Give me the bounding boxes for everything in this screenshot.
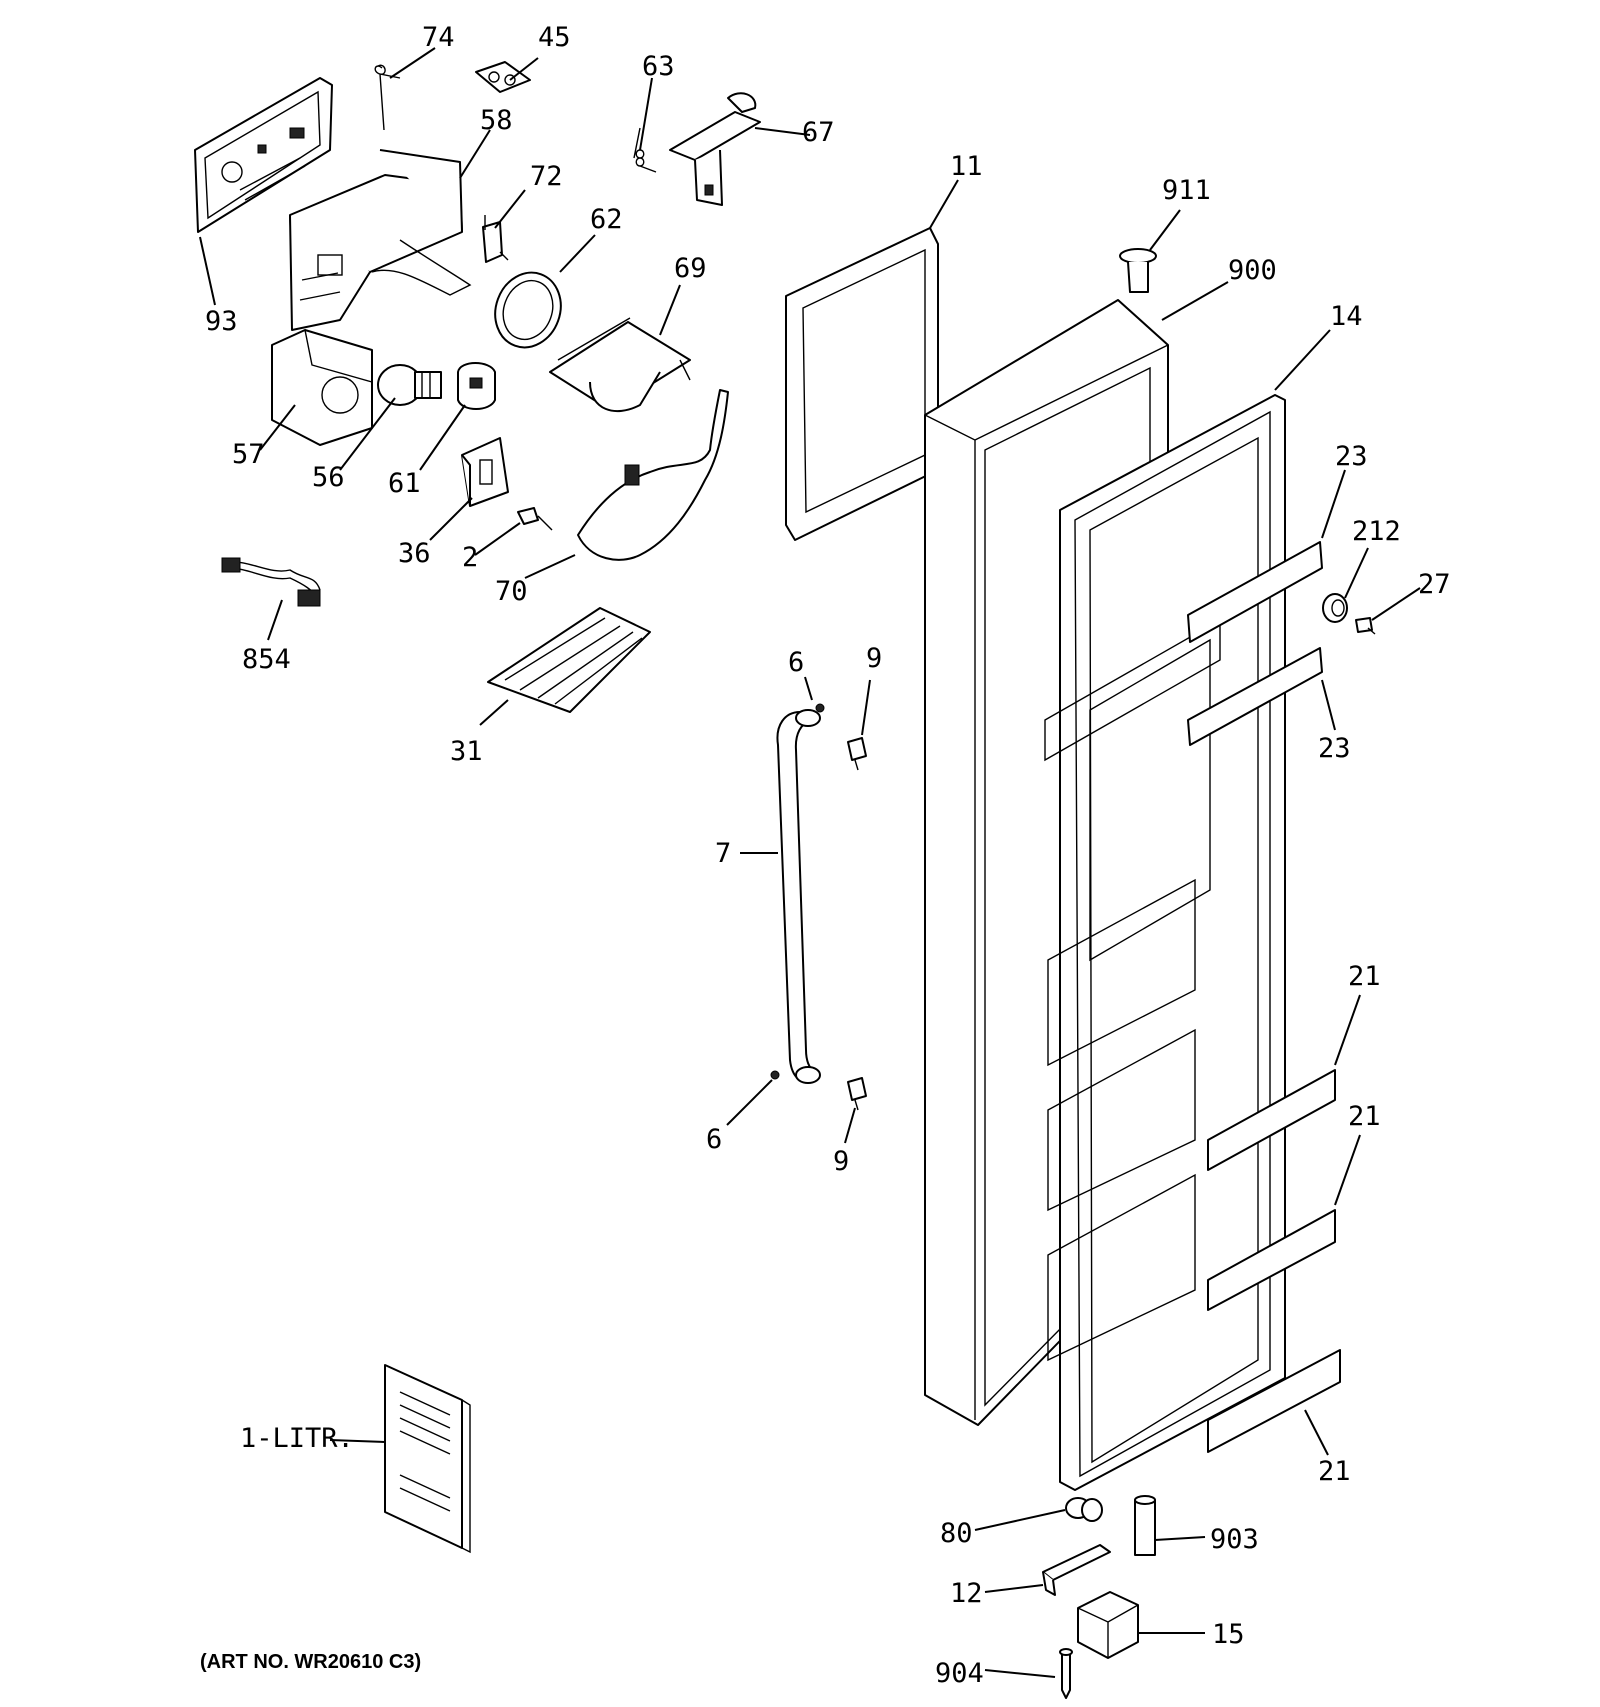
- part-61-socket: [457, 362, 496, 410]
- label-69: 69: [674, 253, 707, 284]
- part-11-inner-panel: [785, 227, 939, 541]
- part-80-bushing: [1065, 1497, 1103, 1522]
- part-9-standoff-top: [847, 737, 867, 771]
- label-6-top: 6: [788, 647, 804, 678]
- part-45-bracket: [475, 61, 531, 93]
- part-904-screw: [1059, 1648, 1073, 1699]
- label-31: 31: [450, 736, 483, 767]
- label-9-top: 9: [866, 643, 882, 674]
- part-56-bulb: [377, 364, 442, 406]
- label-7: 7: [715, 838, 731, 869]
- label-23-lower: 23: [1318, 733, 1351, 764]
- label-12: 12: [950, 1578, 983, 1609]
- part-36-mount-bracket: [461, 437, 509, 507]
- part-7-handle: [776, 709, 821, 1084]
- label-904: 904: [935, 1658, 984, 1689]
- part-62-ring: [494, 271, 562, 349]
- label-61: 61: [388, 468, 421, 499]
- leader-lines: [199, 47, 1421, 1678]
- part-903-hinge-pin: [1134, 1495, 1156, 1556]
- part-63-spring: [633, 127, 657, 173]
- label-57: 57: [232, 439, 265, 470]
- label-900: 900: [1228, 255, 1277, 286]
- label-854: 854: [242, 644, 291, 675]
- part-58-dispenser-housing: [289, 149, 472, 331]
- label-27: 27: [1418, 569, 1451, 600]
- label-93: 93: [205, 306, 238, 337]
- label-45: 45: [538, 22, 571, 53]
- part-27-screw: [1355, 617, 1376, 635]
- label-11: 11: [950, 151, 983, 182]
- label-67: 67: [802, 117, 835, 148]
- part-21-bin-1: [1207, 1069, 1336, 1171]
- door-inner-wells: [1044, 618, 1221, 1362]
- label-23-upper: 23: [1335, 441, 1368, 472]
- label-21-b: 21: [1348, 1101, 1381, 1132]
- part-57-motor-cover: [271, 329, 373, 446]
- part-74-spring: [374, 64, 401, 131]
- part-15-bottom-hinge: [1077, 1591, 1139, 1659]
- label-62: 62: [590, 204, 623, 235]
- label-21-c: 21: [1318, 1456, 1351, 1487]
- part-2-screw: [517, 507, 553, 531]
- label-56: 56: [312, 462, 345, 493]
- part-31-grille: [487, 607, 651, 713]
- art-number-caption: (ART NO. WR20610 C3): [200, 1651, 421, 1673]
- label-9-bottom: 9: [833, 1146, 849, 1177]
- part-212-cap: [1322, 593, 1348, 623]
- part-911-bushing: [1119, 248, 1157, 293]
- label-72: 72: [530, 161, 563, 192]
- label-70: 70: [495, 576, 528, 607]
- label-911: 911: [1162, 175, 1211, 206]
- label-74: 74: [422, 22, 455, 53]
- label-15: 15: [1212, 1619, 1245, 1650]
- label-80: 80: [940, 1518, 973, 1549]
- label-212: 212: [1352, 516, 1401, 547]
- part-23-shelf-bar-upper: [1187, 541, 1323, 643]
- label-21-a: 21: [1348, 961, 1381, 992]
- part-93-control-board: [194, 77, 333, 233]
- label-14: 14: [1330, 301, 1363, 332]
- part-23-shelf-bar-lower: [1187, 647, 1323, 746]
- part-854-wire-harness: [221, 557, 321, 607]
- label-63: 63: [642, 51, 675, 82]
- part-67-actuator: [669, 92, 761, 206]
- part-14-gasket: [1059, 394, 1286, 1491]
- part-21-bin-3: [1207, 1349, 1341, 1453]
- part-9-standoff-bottom: [847, 1077, 867, 1111]
- part-6-screw-bottom: [770, 1070, 780, 1080]
- label-58: 58: [480, 105, 513, 136]
- label-2: 2: [462, 542, 478, 573]
- part-72-switch: [482, 215, 509, 263]
- part-70-paddle: [577, 389, 729, 561]
- part-12-hinge-plate: [1042, 1544, 1111, 1596]
- part-69-chute: [549, 317, 691, 413]
- label-903: 903: [1210, 1524, 1259, 1555]
- part-1-litr-literature: [384, 1364, 471, 1554]
- label-6-bottom: 6: [706, 1124, 722, 1155]
- part-6-screw-top: [815, 703, 825, 713]
- label-36: 36: [398, 538, 431, 569]
- part-21-bin-2: [1207, 1209, 1336, 1311]
- label-1-litr: 1-LITR.: [240, 1423, 354, 1454]
